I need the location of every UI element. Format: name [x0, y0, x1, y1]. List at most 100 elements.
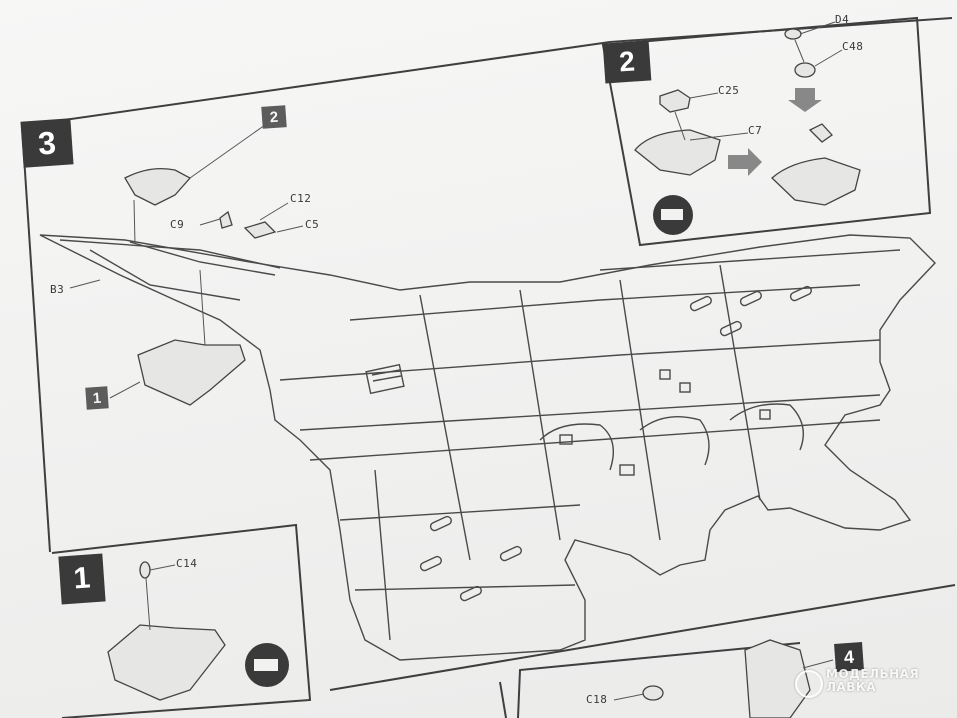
part-ref-2: 2	[261, 105, 287, 129]
part-seat-top	[124, 167, 192, 206]
assembly-arrows	[728, 88, 822, 176]
label-c9: C9	[170, 218, 185, 231]
part-c48-fitted	[808, 123, 833, 143]
leader-line	[259, 202, 289, 221]
label-c25: C25	[718, 84, 740, 97]
leader-line	[149, 564, 176, 571]
part-c25	[659, 89, 691, 113]
part-seat-base	[107, 624, 226, 701]
canopy-line	[59, 239, 281, 269]
leader-line	[145, 577, 151, 631]
leader-line	[794, 39, 805, 63]
part-c7	[634, 129, 721, 176]
wing-slot	[719, 320, 742, 337]
panel-line	[374, 469, 391, 641]
vent-grille	[372, 375, 402, 382]
intake-line	[639, 415, 710, 466]
step-2-box: 2	[602, 40, 652, 84]
bottom-divider	[329, 584, 956, 691]
leader-line	[69, 279, 101, 289]
part-seat-1	[137, 339, 246, 406]
leader-line	[689, 132, 749, 141]
part-c18	[642, 685, 664, 701]
paint-icon	[254, 659, 278, 671]
step4-parts	[642, 639, 811, 718]
step4-panel	[517, 642, 801, 718]
panel-line	[619, 279, 661, 541]
step2-panel	[601, 16, 932, 247]
step-1-box: 1	[58, 553, 106, 605]
step1-parts	[107, 561, 226, 701]
paint-callouts	[245, 195, 693, 687]
fuselage-hatch	[759, 409, 771, 420]
fuselage-line	[279, 339, 881, 381]
panel-line	[519, 289, 561, 541]
panel-line	[354, 584, 576, 591]
leader-line	[199, 269, 206, 346]
wing-panel-line	[349, 284, 861, 321]
fuselage-hatch	[659, 369, 671, 380]
part-assembled-seat	[771, 157, 861, 206]
part-ref-1: 1	[85, 386, 109, 410]
label-c18: C18	[586, 693, 608, 706]
fuselage-hatch	[679, 382, 691, 393]
wing-panel-line	[599, 249, 901, 271]
leader-line	[814, 49, 843, 67]
down-arrow-icon	[788, 88, 822, 112]
panel-line	[719, 264, 761, 501]
nose-line	[89, 249, 241, 301]
leader-line	[802, 659, 834, 669]
vent-grille	[365, 363, 405, 395]
part-c14	[139, 561, 151, 579]
step4-leaders	[613, 659, 834, 701]
wing-slot	[459, 585, 482, 602]
step1-leaders	[145, 564, 176, 631]
label-d4: D4	[835, 13, 850, 26]
panel-borders	[21, 16, 956, 718]
leader-line	[189, 124, 266, 179]
fuselage-line	[299, 394, 881, 431]
leader-line	[199, 218, 221, 226]
wing-slot	[419, 555, 442, 572]
leader-line	[109, 381, 141, 399]
label-c5: C5	[305, 218, 320, 231]
label-c12: C12	[290, 192, 312, 205]
part-c48	[794, 62, 816, 78]
wing-slot	[789, 285, 812, 302]
watermark: МОДЕЛЬНАЯ ЛАВКА	[826, 668, 919, 694]
part-c5	[243, 221, 277, 239]
intake-line	[539, 423, 614, 471]
leader-line	[689, 92, 719, 99]
watermark-line2: ЛАВКА	[826, 680, 876, 694]
leader-line	[674, 111, 686, 141]
leader-lines	[69, 124, 304, 399]
part-c9	[219, 210, 233, 229]
label-b3: B3	[50, 283, 65, 296]
paint-icon	[661, 209, 683, 220]
lower-panel-edge	[499, 681, 507, 718]
cockpit-line	[129, 241, 276, 276]
panel-line	[419, 294, 471, 561]
aircraft-outline	[39, 234, 936, 661]
wing-slot	[739, 290, 762, 307]
fuselage-hatch	[619, 464, 635, 476]
step3-left-border	[21, 125, 51, 553]
leader-line	[613, 693, 645, 701]
step3-top-border	[21, 17, 953, 127]
step2-parts	[634, 28, 861, 206]
intake-line	[729, 403, 804, 451]
leader-line	[799, 21, 836, 35]
wing-slot	[429, 515, 452, 532]
leader-line	[133, 199, 136, 245]
label-c7: C7	[748, 124, 763, 137]
wing-slot	[689, 295, 712, 312]
aircraft-drawing	[39, 234, 936, 661]
label-c48: C48	[842, 40, 864, 53]
watermark-logo-icon	[795, 670, 823, 698]
wing-slot	[499, 545, 522, 562]
right-arrow-icon	[728, 148, 762, 176]
step3-parts	[124, 167, 277, 406]
vent-grille	[371, 369, 401, 376]
